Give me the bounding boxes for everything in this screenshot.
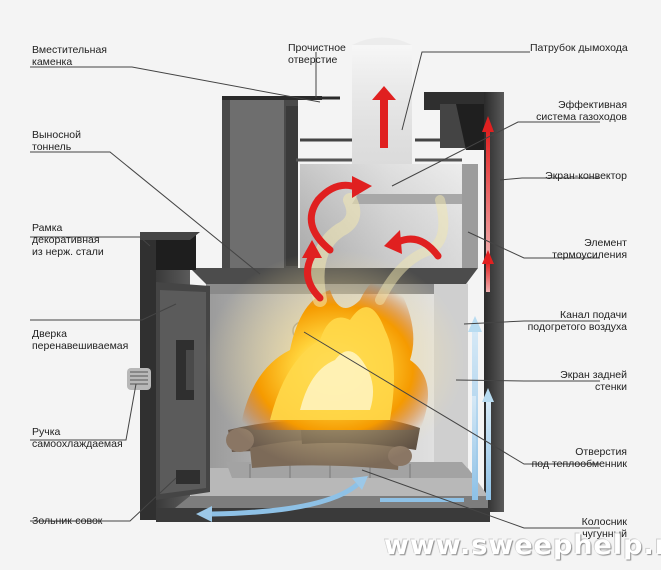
label-gazohody: Эффективная система газоходов xyxy=(536,99,627,123)
cold-air-arrows xyxy=(196,316,494,522)
label-otverstiya: Отверстия под теплообменник xyxy=(531,446,627,470)
label-ekran-zadney: Экран задней стенки xyxy=(560,369,627,393)
label-ramka: Рамка декоративная из нерж. стали xyxy=(32,222,104,258)
cast-iron-grate xyxy=(226,462,476,478)
side-hot-arrows xyxy=(482,116,494,292)
label-dverka: Дверка перенавешиваемая xyxy=(32,328,129,352)
label-zolnik: Зольник-совок xyxy=(32,515,103,527)
label-ruchka: Ручка самоохлаждаемая xyxy=(32,426,123,450)
hot-gas-arrows xyxy=(304,181,442,302)
fire-flames xyxy=(205,193,465,470)
hot-gas-arrowheads xyxy=(302,86,402,258)
label-element: Элемент термоусиления xyxy=(552,237,627,261)
label-tonnel: Выносной тоннель xyxy=(32,129,81,153)
watermark: www.sweephelp.ru xyxy=(384,530,661,561)
label-patrubok: Патрубок дымохода xyxy=(530,42,628,54)
door-handle-spring xyxy=(127,368,151,390)
leader-lines xyxy=(30,51,600,529)
chimney-hot-arrow xyxy=(380,98,388,148)
stone-container xyxy=(222,96,462,272)
label-otverstie: Прочистное отверстие xyxy=(288,42,346,66)
stove-door xyxy=(156,282,210,500)
label-kamenka: Вместительная каменка xyxy=(32,44,107,68)
label-kolosnik: Колосник чугунный xyxy=(581,516,627,540)
label-kanal: Канал подачи подогретого воздуха xyxy=(527,309,627,333)
label-ekran-konvektor: Экран-конвектор xyxy=(545,170,627,182)
